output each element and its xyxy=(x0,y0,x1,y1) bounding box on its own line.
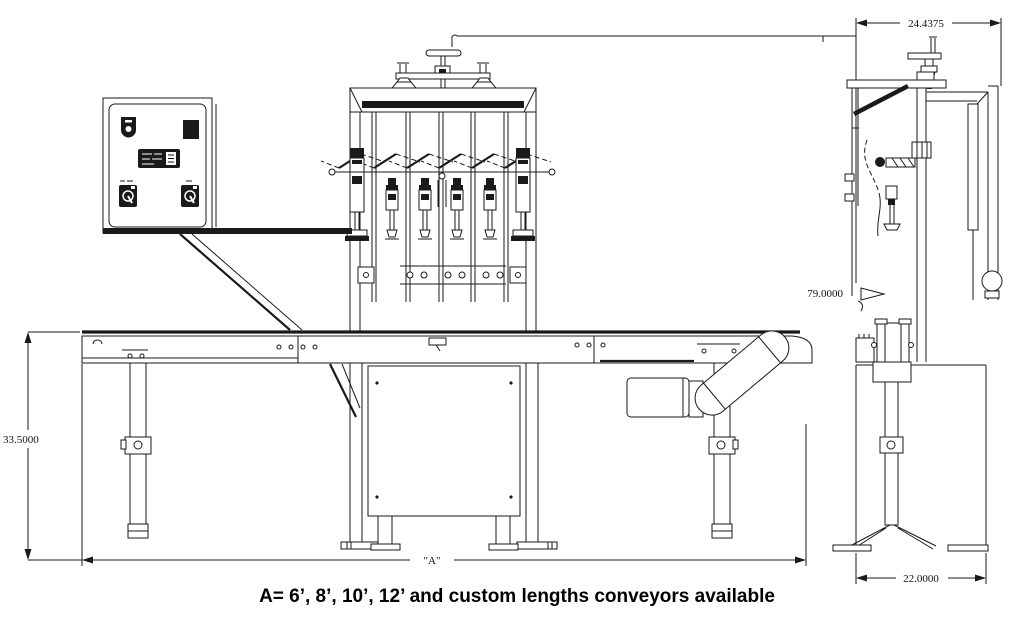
crank-handle-icon xyxy=(425,49,462,76)
dim-label-side-top-width: 24.4375 xyxy=(908,18,944,30)
dim-conveyor-length: "A" xyxy=(81,364,807,567)
filling-nozzle xyxy=(449,177,465,240)
height-leader-line xyxy=(451,34,857,283)
filling-nozzle xyxy=(417,177,433,240)
guide-rod xyxy=(503,111,509,303)
guide-rod xyxy=(470,111,476,303)
dim-overall-height: 79.0000 xyxy=(807,287,886,312)
manifold-bracket xyxy=(357,265,527,285)
beam-hardware xyxy=(92,337,740,359)
side-frame xyxy=(844,71,999,362)
panel-mount-braces xyxy=(103,228,361,418)
display-icon xyxy=(183,120,199,139)
front-view: 33.5000 "A" A= 6’, 8’, 10’, 12’ and cust… xyxy=(3,34,857,607)
nameplate-icon xyxy=(138,149,180,168)
dim-label-conveyor-length: "A" xyxy=(424,555,441,567)
machine-base xyxy=(340,363,558,551)
dim-conveyor-height: 33.5000 xyxy=(3,331,82,561)
filling-head-frame xyxy=(349,87,537,331)
guide-rod xyxy=(438,111,444,303)
side-conveyor-section xyxy=(832,364,989,552)
side-nozzle xyxy=(864,139,916,237)
selector-knob-left-icon xyxy=(119,180,137,207)
filling-nozzle xyxy=(384,177,400,240)
roller-drive xyxy=(626,330,790,418)
dim-label-conveyor-height: 33.5000 xyxy=(3,434,39,446)
dim-side-top-width: 24.4375 xyxy=(855,18,1002,88)
filling-nozzle xyxy=(482,177,498,240)
control-panel xyxy=(102,97,217,234)
side-roller-icon xyxy=(981,270,1003,299)
nozzle-bank xyxy=(319,147,556,242)
dim-label-side-base-width: 22.0000 xyxy=(903,573,939,585)
cabinet-panel xyxy=(367,365,521,551)
conveyor-leg-left xyxy=(120,362,152,539)
dim-side-base-width: 22.0000 xyxy=(855,553,987,585)
selector-knob-right-icon xyxy=(181,180,199,207)
caption: A= 6’, 8’, 10’, 12’ and custom lengths c… xyxy=(259,586,775,607)
side-view: 24.4375 xyxy=(807,18,1003,585)
dim-label-overall-height: 79.0000 xyxy=(807,288,843,300)
side-pump-pedestal xyxy=(855,318,914,383)
power-button-icon xyxy=(121,117,136,138)
